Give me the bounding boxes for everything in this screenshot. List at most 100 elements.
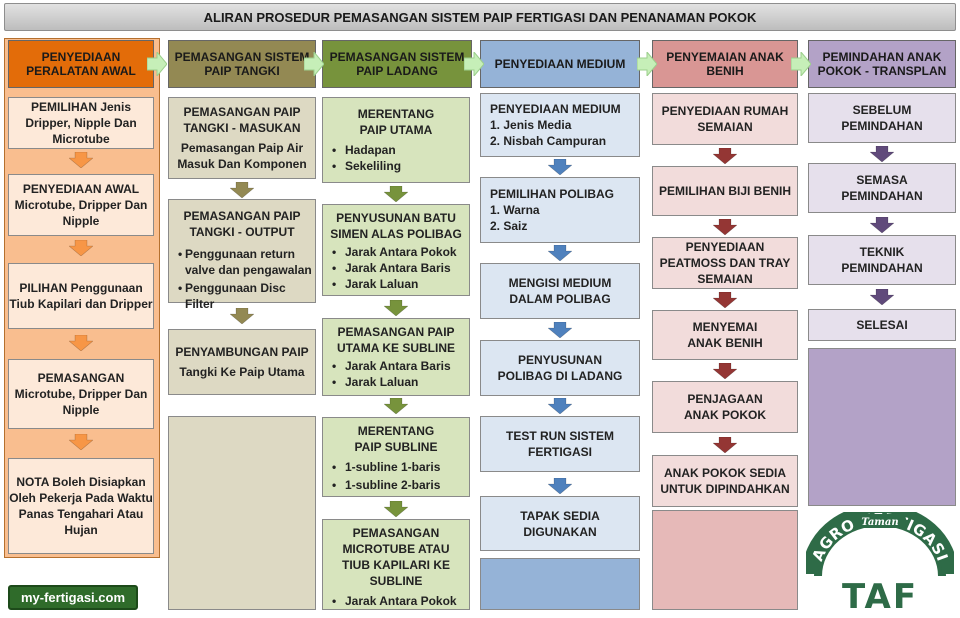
bullet-item: Hadapan [323, 142, 469, 158]
header-paip-tangki: PEMASANGAN SISTEM PAIP TANGKI [168, 40, 316, 88]
bullet-item: Jarak Antara Pokok [323, 593, 469, 609]
step-biji-benih: PEMILIHAN BIJI BENIH [652, 166, 798, 216]
list-item: 1. Warna [490, 203, 540, 217]
step-label: PEMASANGAN MICROTUBE ATAU TIUB KAPILARI … [342, 526, 450, 588]
step-label: TEST RUN SISTEM FERTIGASI [505, 429, 614, 459]
step-label: TEKNIK PEMINDAHAN [841, 245, 923, 275]
step-merentang-paip-utama: MERENTANG PAIP UTAMA Hadapan Sekeliling [322, 97, 470, 183]
bullet-item: Penggunaan Disc Filter [169, 280, 315, 312]
down-arrow-icon [69, 240, 93, 256]
header-pemindahan: PEMINDAHAN ANAK POKOK - TRANSPLAN [808, 40, 956, 88]
header-paip-ladang: PEMASANGAN SISTEM PAIP LADANG [322, 40, 472, 88]
down-arrow-icon [548, 245, 572, 261]
step-rumah-semaian: PENYEDIAAN RUMAH SEMAIAN [652, 93, 798, 145]
logo-small-text: Taman [861, 517, 898, 528]
logo-initials: TAF [842, 577, 918, 612]
step-label: PENYUSUNAN BATU SIMEN ALAS POLIBAG [330, 211, 462, 241]
down-arrow-icon [713, 148, 737, 164]
page-title: ALIRAN PROSEDUR PEMASANGAN SISTEM PAIP F… [4, 3, 956, 31]
step-note: Tangki Ke Paip Utama [179, 365, 305, 379]
website-tag: my-fertigasi.com [8, 585, 138, 610]
step-selesai: SELESAI [808, 309, 956, 341]
empty-box-tangki [168, 416, 316, 610]
bullet-item: Jarak Antara Pokok [323, 244, 469, 260]
step-pemilihan-polibag: PEMILIHAN POLIBAG 1. Warna 2. Saiz [480, 177, 640, 243]
empty-box-penyemaian [652, 510, 798, 610]
step-paip-tangki-output: PEMASANGAN PAIP TANGKI - OUTPUT Pengguna… [168, 199, 316, 311]
step-pemilihan-dripper: PEMILIHAN Jenis Dripper, Nipple Dan Micr… [8, 97, 154, 149]
down-arrow-icon [384, 186, 408, 202]
step-sebelum-pemindahan: SEBELUM PEMINDAHAN [808, 93, 956, 143]
empty-box-pemindahan [808, 348, 956, 506]
step-label: PEMASANGAN PAIP UTAMA KE SUBLINE [337, 325, 455, 355]
step-label: PENYUSUNAN POLIBAG DI LADANG [497, 353, 623, 383]
step-label: PEMASANGAN PAIP TANGKI - OUTPUT [183, 209, 301, 239]
step-tapak-sedia: TAPAK SEDIA DIGUNAKAN [480, 496, 640, 551]
down-arrow-icon [870, 146, 894, 162]
down-arrow-icon [548, 322, 572, 338]
step-mengisi-medium: MENGISI MEDIUM DALAM POLIBAG [480, 263, 640, 319]
down-arrow-icon [713, 219, 737, 235]
step-merentang-subline: MERENTANG PAIP SUBLINE 1-subline 1-baris… [322, 417, 470, 497]
list-item: 1. Jenis Media [490, 118, 572, 132]
step-paip-tangki-masukan: PEMASANGAN PAIP TANGKI - MASUKAN Pemasan… [168, 97, 316, 179]
step-note: Pemasangan Paip Air Masuk Dan Komponen [177, 141, 307, 171]
bullet-item: Jarak Laluan [323, 374, 469, 390]
down-arrow-icon [230, 182, 254, 198]
step-label: TAPAK SEDIA DIGUNAKAN [520, 508, 600, 539]
down-arrow-icon [384, 398, 408, 414]
step-label: SEMASA PEMINDAHAN [841, 173, 923, 203]
step-label: PEMASANGAN PAIP TANGKI - MASUKAN [183, 105, 301, 135]
step-peatmoss-tray: PENYEDIAAN PEATMOSS DAN TRAY SEMAIAN [652, 237, 798, 289]
list-item: 2. Saiz [490, 219, 528, 233]
step-label: SELESAI [856, 318, 908, 332]
step-label: PENYEDIAAN AWAL Microtube, Dripper Dan N… [14, 182, 148, 228]
down-arrow-icon [548, 398, 572, 414]
step-test-run: TEST RUN SISTEM FERTIGASI [480, 416, 640, 472]
header-penyemaian: PENYEMAIAN ANAK BENIH [652, 40, 798, 88]
bullet-item: Penggunaan return valve dan pengawalan [169, 246, 315, 278]
step-semasa-pemindahan: SEMASA PEMINDAHAN [808, 163, 956, 213]
bullet-item: Jarak Laluan [323, 276, 469, 292]
down-arrow-icon [230, 308, 254, 324]
down-arrow-icon [713, 437, 737, 453]
down-arrow-icon [713, 292, 737, 308]
bullet-item: Jarak Antara Baris [323, 358, 469, 374]
down-arrow-icon [870, 217, 894, 233]
empty-box-medium [480, 558, 640, 610]
step-pemasangan-microtube-subline: PEMASANGAN MICROTUBE ATAU TIUB KAPILARI … [322, 519, 470, 610]
step-menyemai: MENYEMAI ANAK BENIH [652, 310, 798, 360]
nota-text: NOTA Boleh Disiapkan Oleh Pekerja Pada W… [9, 475, 153, 537]
down-arrow-icon [384, 501, 408, 517]
flow-arrow-right-icon [147, 52, 167, 76]
list-item: 2. Nisbah Campuran [490, 134, 607, 148]
flow-arrow-right-icon [637, 52, 657, 76]
step-label: PEMILIHAN POLIBAG [490, 187, 615, 201]
step-paip-utama-ke-subline: PEMASANGAN PAIP UTAMA KE SUBLINE Jarak A… [322, 318, 470, 396]
step-label: PENYAMBUNGAN PAIP [175, 345, 309, 359]
agro-fertigasi-logo: AGRO-FERTIGASI Taman TAF [806, 512, 954, 612]
step-penyambungan-paip: PENYAMBUNGAN PAIP Tangki Ke Paip Utama [168, 329, 316, 395]
step-label: SEBELUM PEMINDAHAN [841, 103, 923, 133]
step-label: PEMILIHAN Jenis Dripper, Nipple Dan Micr… [25, 100, 137, 146]
step-label: PENYEDIAAN MEDIUM [490, 102, 621, 116]
step-label: MENGISI MEDIUM DALAM POLIBAG [508, 276, 612, 306]
down-arrow-icon [69, 335, 93, 351]
down-arrow-icon [548, 478, 572, 494]
flow-arrow-right-icon [791, 52, 811, 76]
bullet-item: 1-subline 2-baris [323, 477, 469, 493]
step-label: PEMILIHAN BIJI BENIH [658, 184, 791, 198]
step-label: MERENTANG PAIP UTAMA [357, 107, 435, 137]
step-penyediaan-medium: PENYEDIAAN MEDIUM 1. Jenis Media 2. Nisb… [480, 93, 640, 157]
down-arrow-icon [69, 434, 93, 450]
step-teknik-pemindahan: TEKNIK PEMINDAHAN [808, 235, 956, 285]
nota-box: NOTA Boleh Disiapkan Oleh Pekerja Pada W… [8, 458, 154, 554]
step-pilihan-tiub: PILIHAN Penggunaan Tiub Kapilari dan Dri… [8, 263, 154, 329]
down-arrow-icon [384, 300, 408, 316]
flow-arrow-right-icon [304, 52, 324, 76]
step-label: MENYEMAI ANAK BENIH [687, 320, 763, 350]
bullet-item: Jarak Antara Baris [323, 260, 469, 276]
step-pemasangan-microtube: PEMASANGAN Microtube, Dripper Dan Nipple [8, 359, 154, 429]
step-label: ANAK POKOK SEDIA UNTUK DIPINDAHKAN [660, 466, 790, 496]
down-arrow-icon [548, 159, 572, 175]
